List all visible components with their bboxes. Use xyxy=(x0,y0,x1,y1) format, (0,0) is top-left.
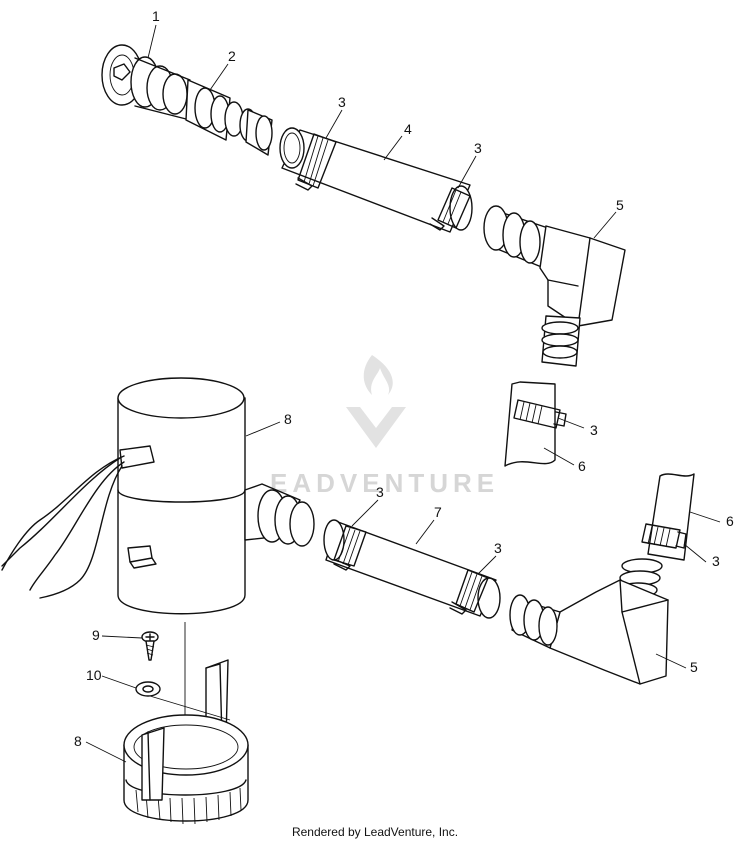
part-9-screw xyxy=(141,631,159,661)
callouts: 1 2 3 4 3 5 8 3 6 3 7 3 6 3 5 9 10 8 xyxy=(74,8,734,749)
part-5-elbow-upper xyxy=(483,205,626,367)
callout-7: 7 xyxy=(434,504,442,520)
part-6-hose-upper xyxy=(504,381,567,467)
callout-8: 8 xyxy=(74,733,82,749)
callout-8: 8 xyxy=(284,411,292,427)
callout-3: 3 xyxy=(338,94,346,110)
leader-lines xyxy=(85,24,721,763)
part-5-elbow-lower xyxy=(509,558,669,685)
callout-3: 3 xyxy=(494,540,502,556)
callout-6: 6 xyxy=(578,458,586,474)
part-4-hose xyxy=(279,127,473,233)
watermark: EADVENTURE xyxy=(270,355,499,498)
watermark-flame-icon xyxy=(363,355,393,395)
callout-6: 6 xyxy=(726,513,734,529)
callout-2: 2 xyxy=(228,48,236,64)
part-7-hose xyxy=(323,519,501,619)
callout-10: 10 xyxy=(86,667,102,683)
watermark-v-icon xyxy=(346,407,406,448)
callout-1: 1 xyxy=(152,8,160,24)
part-2-adapter xyxy=(185,79,273,156)
callout-5: 5 xyxy=(690,659,698,675)
callout-3: 3 xyxy=(590,422,598,438)
callout-3: 3 xyxy=(376,484,384,500)
callout-4: 4 xyxy=(404,121,412,137)
callout-3: 3 xyxy=(712,553,720,569)
callout-9: 9 xyxy=(92,627,100,643)
callout-5: 5 xyxy=(616,197,624,213)
watermark-brand: EADVENTURE xyxy=(270,468,499,498)
credit-footer: Rendered by LeadVenture, Inc. xyxy=(291,825,459,839)
callout-3: 3 xyxy=(474,140,482,156)
part-6-hose-lower xyxy=(641,473,695,561)
part-8-base xyxy=(123,659,249,825)
part-10-washer xyxy=(135,681,161,697)
part-8-pump xyxy=(1,377,315,720)
part-1-thru-hull xyxy=(101,44,191,121)
